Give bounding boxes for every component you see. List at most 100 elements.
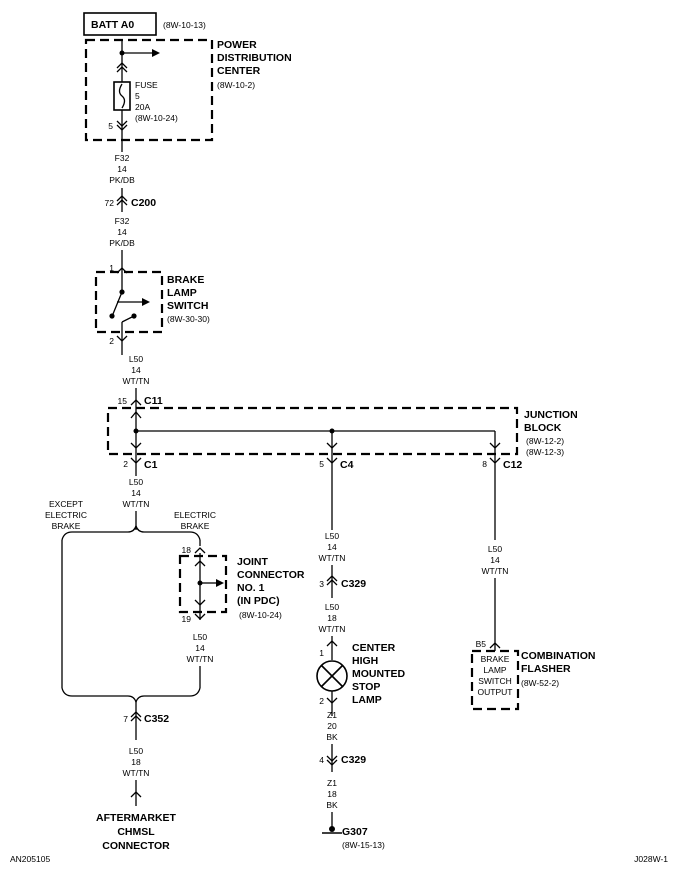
flasher-box — [470, 649, 520, 711]
wire-l50-b-gauge: 14 — [131, 488, 141, 498]
ground-name: G307 — [342, 826, 368, 838]
aftermarket-title-1: AFTERMARKET — [96, 812, 176, 824]
jc-title-1: JOINT — [237, 556, 269, 568]
c1-name: C1 — [144, 459, 158, 471]
wire-l50-b-circuit: L50 — [129, 477, 143, 487]
brake-switch-in-terminal-icon — [116, 267, 128, 274]
jb-c11-internal-icon — [130, 410, 142, 419]
jb-c4-internal-icon — [326, 442, 338, 449]
option-brace-bottom — [61, 687, 201, 705]
c329-b-name: C329 — [341, 754, 366, 766]
wire-l50-jc-circuit: L50 — [193, 632, 207, 642]
wire-l50-jc-gauge: 14 — [195, 643, 205, 653]
batt-source-label: BATT A0 — [91, 19, 134, 31]
flasher-title-2: FLASHER — [521, 663, 571, 675]
switch-blade-icon — [112, 291, 123, 315]
c200-name: C200 — [131, 197, 156, 209]
pdc-out-pin: 5 — [108, 121, 113, 131]
c329-b-pin: 4 — [319, 755, 324, 765]
jc-internal-in-icon — [194, 560, 206, 567]
wire-l50-c-gauge: 18 — [131, 757, 141, 767]
pdc-terminal-icon-up-2 — [116, 66, 128, 73]
pdc-out-terminal-icon-2 — [116, 124, 128, 131]
junction-block-title-1: JUNCTION — [524, 409, 578, 421]
option-brace-top — [61, 523, 201, 541]
switch-contact-left-icon — [109, 313, 115, 319]
switch-actuator-arrow-icon — [142, 298, 150, 306]
fuse-element-icon — [118, 83, 126, 109]
jb-c1-internal-icon — [130, 442, 142, 449]
fuse-number: 5 — [135, 91, 140, 101]
pdc-ref: (8W-10-2) — [217, 80, 255, 90]
flasher-inner-2: LAMP — [483, 665, 506, 675]
brake-switch-title-1: BRAKE — [167, 274, 204, 286]
c200-connector-icon-2 — [116, 199, 128, 206]
wire-f32-b-color: PK/DB — [109, 238, 135, 248]
jc-title-2: CONNECTOR — [237, 569, 305, 581]
wire-f32-a-gauge: 14 — [117, 164, 127, 174]
pdc-title-1: POWER — [217, 39, 257, 51]
c352-connector-icon-2 — [130, 715, 142, 722]
junction-block-box — [106, 406, 519, 456]
c11-name: C11 — [144, 395, 163, 407]
chmsl-in-terminal-icon — [326, 640, 338, 647]
c329-a-connector-icon-1 — [326, 575, 338, 582]
chmsl-title-1: CENTER — [352, 642, 396, 654]
jc-title-4: (IN PDC) — [237, 595, 280, 607]
c329-a-name: C329 — [341, 578, 366, 590]
chmsl-pin-in: 1 — [319, 648, 324, 658]
wire-l50-c4-gauge: 14 — [327, 542, 337, 552]
chmsl-title-4: STOP — [352, 681, 380, 693]
c4-connector-icon — [326, 457, 338, 464]
wire-z1-a-color: BK — [326, 732, 338, 742]
wire-z1-b-circuit: Z1 — [327, 778, 337, 788]
c11-pin: 15 — [118, 396, 128, 406]
wire-l50-a-color: WT/TN — [123, 376, 150, 386]
brake-switch-pin-in: 1 — [109, 263, 114, 273]
jc-pin-in: 18 — [182, 545, 192, 555]
pdc-title-2: DISTRIBUTION — [217, 52, 292, 64]
wire-l50-b-color: WT/TN — [123, 499, 150, 509]
wire-l50-c4-color: WT/TN — [319, 553, 346, 563]
c12-name: C12 — [503, 459, 522, 471]
batt-source-box — [83, 12, 157, 36]
chmsl-out-terminal-icon — [326, 697, 338, 704]
ground-ref: (8W-15-13) — [342, 840, 385, 850]
chmsl-title-3: MOUNTED — [352, 668, 405, 680]
wire-f32-a-color: PK/DB — [109, 175, 135, 185]
brake-switch-ref: (8W-30-30) — [167, 314, 210, 324]
fuse-rating: 20A — [135, 102, 150, 112]
chmsl-title-5: LAMP — [352, 694, 382, 706]
c329-a-connector-icon-2 — [326, 579, 338, 586]
wire-f32-b-gauge: 14 — [117, 227, 127, 237]
wire-l50-a-circuit: L50 — [129, 354, 143, 364]
wire-l50-c-circuit: L50 — [129, 746, 143, 756]
flasher-inner-1: BRAKE — [481, 654, 510, 664]
wire-f32-a-circuit: F32 — [115, 153, 130, 163]
pdc-bus-arrow-icon — [152, 49, 160, 57]
pdc-box — [84, 38, 214, 142]
fuse-label: FUSE — [135, 80, 158, 90]
flasher-pin: B5 — [476, 639, 487, 649]
jc-title-3: NO. 1 — [237, 582, 265, 594]
flasher-terminal-icon — [489, 642, 501, 649]
ground-point-icon — [329, 826, 335, 832]
flasher-title-1: COMBINATION — [521, 650, 595, 662]
c329-b-connector-icon-1 — [326, 755, 338, 762]
wire-z1-a-gauge: 20 — [327, 721, 337, 731]
pdc-terminal-icon-up-1 — [116, 62, 128, 69]
c329-b-connector-icon-2 — [326, 759, 338, 766]
jc-ref: (8W-10-24) — [239, 610, 282, 620]
wire-l50-d-gauge: 18 — [327, 613, 337, 623]
c329-a-pin: 3 — [319, 579, 324, 589]
brake-switch-box — [94, 270, 164, 334]
c11-connector-icon — [130, 399, 142, 406]
flasher-inner-3: SWITCH — [478, 676, 512, 686]
jc-pin-out: 19 — [182, 614, 192, 624]
pdc-out-terminal-icon-1 — [116, 120, 128, 127]
aftermarket-terminal-icon — [130, 791, 142, 798]
wire-z1-a-circuit: Z1 — [327, 710, 337, 720]
wire-l50-c-color: WT/TN — [123, 768, 150, 778]
flasher-inner-4: OUTPUT — [478, 687, 513, 697]
c352-connector-icon-1 — [130, 711, 142, 718]
